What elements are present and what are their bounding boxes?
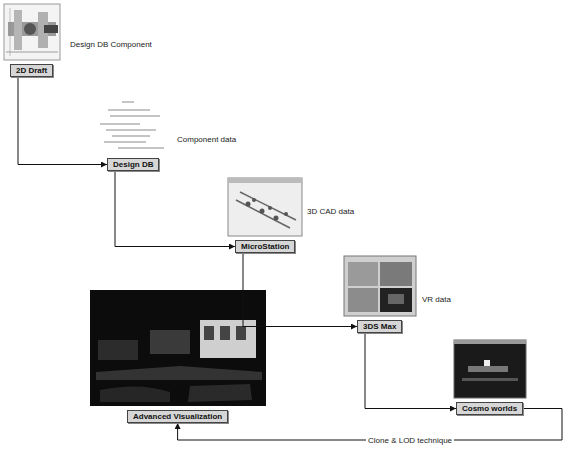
vr-thumbnail (454, 340, 526, 398)
arrow-connector (365, 333, 456, 409)
edge-label: Clone & LOD technique (366, 436, 454, 445)
label-box: 2D Draft (10, 64, 53, 77)
edge-label: Component data (175, 135, 238, 144)
arrow-connector (243, 253, 357, 327)
arrow-connector (18, 77, 107, 165)
node-label: Cosmo worlds (462, 404, 517, 413)
edge-label: Design DB Component (68, 40, 154, 49)
node-label: 3DS Max (363, 322, 396, 331)
label-box: Advanced Visualization (127, 410, 228, 423)
max-thumbnail (344, 256, 416, 316)
label-box: Cosmo worlds (456, 402, 523, 415)
label-box: 3DS Max (357, 320, 402, 333)
database-thumbnail (100, 102, 164, 148)
arrow-connector (115, 171, 235, 247)
node-label: Design DB (113, 160, 153, 169)
label-box: MicroStation (235, 240, 295, 253)
label-box: Design DB (107, 158, 159, 171)
draft-thumbnail (4, 4, 60, 60)
visualization-thumbnail (90, 290, 266, 406)
node-label: 2D Draft (16, 66, 47, 75)
edge-label: VR data (420, 295, 453, 304)
edge-label: 3D CAD data (305, 207, 356, 216)
cad-thumbnail (228, 178, 302, 236)
node-label: MicroStation (241, 242, 289, 251)
node-label: Advanced Visualization (133, 412, 222, 421)
